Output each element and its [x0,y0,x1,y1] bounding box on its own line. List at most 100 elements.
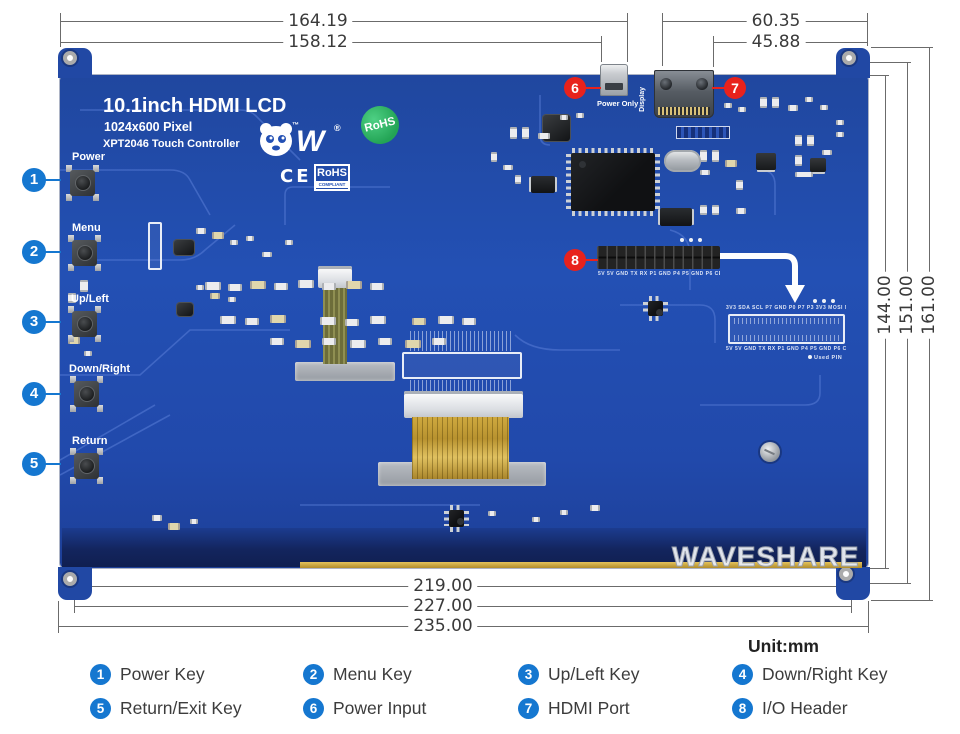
smd-component [795,172,813,177]
smd-component [270,315,286,323]
hdmi-connector [654,70,714,118]
smd-component [412,318,426,325]
smd-component [736,180,743,190]
smd-component [350,340,366,348]
legend-num-8: 8 [732,698,753,719]
downright-key-silk: Down/Right [69,363,131,375]
ext-line [869,75,889,76]
smd-component [712,205,719,215]
dim-60-label: 60.35 [746,11,806,31]
smd-component [378,338,392,345]
smd-component [274,283,288,290]
mounting-hole-top-left [63,51,77,65]
smd-component [724,103,732,108]
smd-component [820,105,828,110]
smd-component [807,135,814,146]
smd-component [84,351,92,356]
io-footprint-dots [813,299,835,303]
smd-component [228,297,236,302]
legend-downright-key: 4 Down/Right Key [732,664,887,685]
smd-component [246,236,254,241]
touch-controller-ic [444,505,469,532]
smd-component [405,340,421,348]
smd-component [590,505,600,511]
driver-chip [566,148,660,216]
callout-8-io-header: 8 [564,249,586,271]
smd-component [788,105,798,111]
smd-component [68,337,80,344]
legend-num-7: 7 [518,698,539,719]
adhesive-pad [295,362,395,381]
legend-label-6: Power Input [333,698,427,718]
screw [760,442,780,462]
smd-component [503,165,513,170]
brand-watermark: WAVESHARE [671,541,860,573]
rohs-mark-text: RoHS [317,167,347,179]
smd-component [576,113,584,118]
ext-line [627,13,628,62]
legend-label-4: Down/Right Key [762,664,888,684]
svg-text:W: W [296,125,327,158]
usb-silk-label: Power Only [597,99,639,108]
ext-line [867,13,868,46]
smd-component [738,107,746,112]
smd-component [760,97,767,108]
dim-235-label: 235.00 [408,616,478,636]
legend-io-header: 8 I/O Header [732,698,848,719]
lcd-ffc-connector [404,391,523,418]
ext-line [868,601,869,633]
smd-component [462,318,476,325]
io-footprint-bottom-labels: 5V 5V GND TX RX P1 GND P4 P5 GND P6 CE0 … [726,346,846,352]
smd-component [538,133,550,139]
callout-1-power-key: 1 [22,168,46,192]
mounting-hole-bottom-left [63,572,77,586]
smd-component [805,97,813,102]
smd-component [700,170,710,175]
smd-component [560,115,568,120]
ext-line [871,47,933,48]
dim-151-label: 151.00 [897,271,917,339]
dim-164-label: 164.19 [283,11,353,31]
smd-component [795,135,802,146]
callout-5-return-key: 5 [22,452,46,476]
board-resolution: 1024x600 Pixel [104,120,193,134]
upleft-key-switch [68,306,101,342]
rohs-compliant-text: COMPLIANT [316,181,348,188]
callout-8-line [584,259,598,261]
dim-161-label: 161.00 [919,271,939,339]
smd-component [822,150,832,155]
legend-num-5: 5 [90,698,111,719]
callout-6-power-input: 6 [564,77,586,99]
dim-144-label: 144.00 [875,271,895,339]
legend-power-key: 1 Power Key [90,664,205,685]
smd-component [285,240,293,245]
unit-label: Unit:mm [748,636,819,656]
smd-component [522,127,529,139]
ext-line [851,589,852,613]
legend-num-2: 2 [303,664,324,685]
dim-158-label: 158.12 [283,32,353,52]
lcd-bonding-strip [300,562,862,568]
board-title: 10.1inch HDMI LCD [103,95,287,117]
callout-3-upleft-key: 3 [22,310,46,334]
smd-component [810,158,826,172]
smd-component [298,280,314,288]
smd-component [270,338,284,345]
hdmi-screw-right [696,78,708,90]
lcd-ribbon-cable [412,417,509,479]
smd-component [560,510,568,515]
io-header-dots [680,238,702,242]
callout-3-line [45,321,61,323]
smd-component [168,523,180,530]
small-ic [643,296,668,321]
touch-ffc-connector [318,266,352,288]
smd-component [712,150,719,162]
micro-usb-power-connector [600,64,628,96]
legend-num-1: 1 [90,664,111,685]
smd-component [345,319,359,326]
lcd-ffc-footprint [402,352,522,379]
ce-mark: CE [280,166,312,187]
ext-line [864,62,911,63]
mounting-hole-top-right [842,51,856,65]
menu-key-switch [68,235,101,271]
